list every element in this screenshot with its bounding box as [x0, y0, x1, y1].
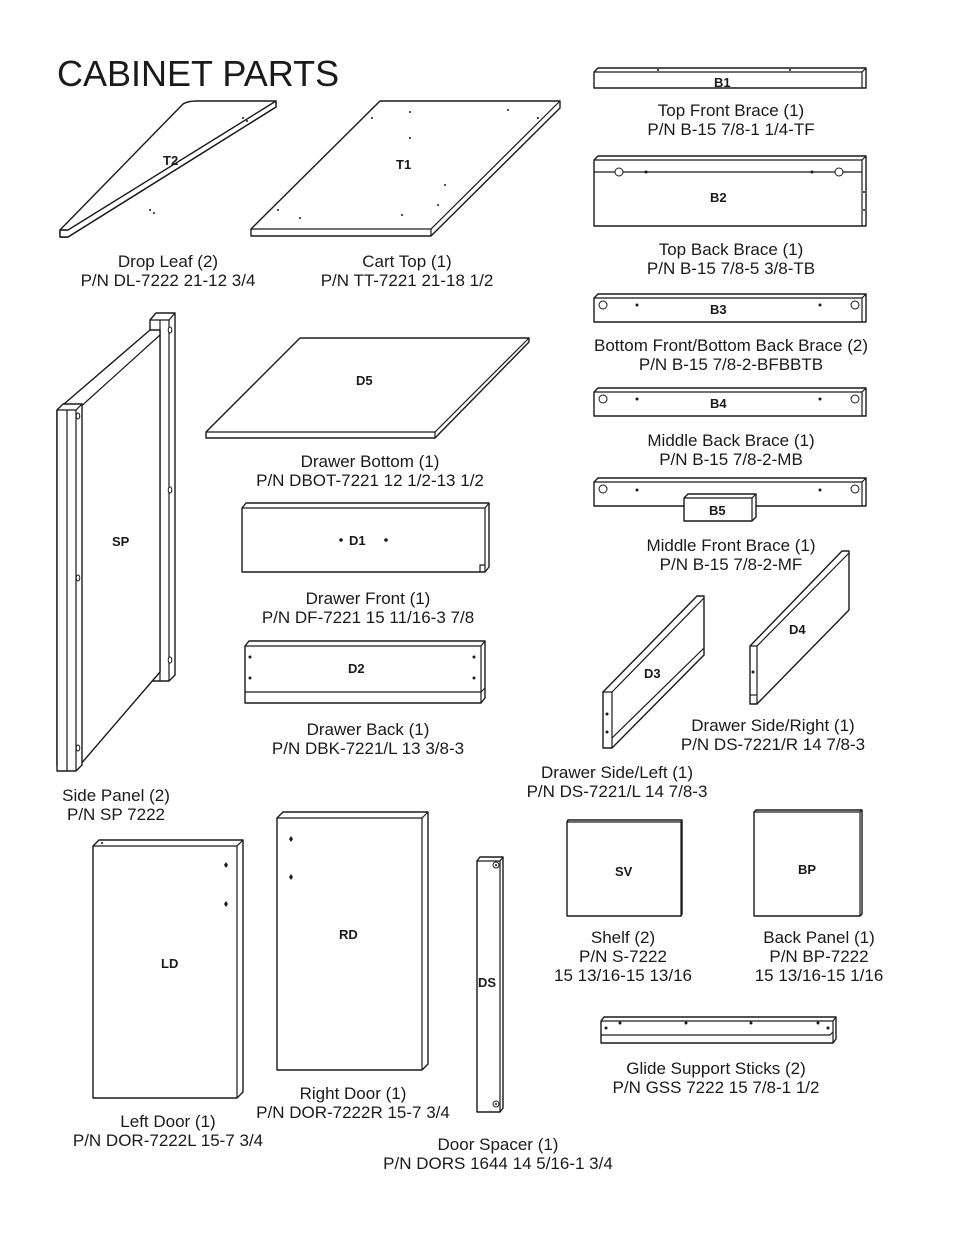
glide-support-sticks-part — [600, 1016, 837, 1044]
drop-leaf-name: Drop Leaf (2) — [118, 252, 218, 271]
cart-top-part: T1 — [250, 100, 561, 237]
bottom-brace-name: Bottom Front/Bottom Back Brace (2) — [594, 336, 868, 355]
drawer-side-right-name: Drawer Side/Right (1) — [691, 716, 854, 735]
right-door-pn: P/N DOR-7222R 15-7 3/4 — [256, 1103, 450, 1122]
page-title: CABINET PARTS — [57, 53, 339, 94]
back-panel-size: 15 13/16-15 1/16 — [755, 966, 884, 985]
drop-leaf-part: T2 — [59, 100, 277, 238]
middle-back-brace-code: B4 — [710, 396, 727, 411]
drawer-back-name: Drawer Back (1) — [307, 720, 430, 739]
right-door-code: RD — [339, 927, 358, 942]
drawer-side-right-pn: P/N DS-7221/R 14 7/8-3 — [681, 735, 865, 754]
cart-top-name: Cart Top (1) — [362, 252, 451, 271]
middle-front-brace-code: B5 — [709, 503, 726, 518]
middle-back-brace-pn: P/N B-15 7/8-2-MB — [659, 450, 803, 469]
top-front-brace-code: B1 — [714, 75, 731, 90]
door-spacer-part: DS — [476, 856, 504, 1113]
drawer-bottom-part: D5 — [205, 337, 530, 439]
middle-back-brace-name: Middle Back Brace (1) — [647, 431, 814, 450]
side-panel-part: SP — [56, 312, 176, 772]
middle-front-brace-part: B5 — [593, 477, 867, 522]
glide-support-name: Glide Support Sticks (2) — [626, 1059, 806, 1078]
middle-front-brace-name: Middle Front Brace (1) — [646, 536, 815, 555]
door-spacer-name: Door Spacer (1) — [438, 1135, 559, 1154]
drawer-back-part: D2 — [244, 640, 486, 704]
top-front-brace-name: Top Front Brace (1) — [658, 101, 804, 120]
drawer-side-left-name: Drawer Side/Left (1) — [541, 763, 693, 782]
top-back-brace-pn: P/N B-15 7/8-5 3/8-TB — [647, 259, 815, 278]
right-door-part: RD — [276, 811, 429, 1071]
left-door-pn: P/N DOR-7222L 15-7 3/4 — [73, 1131, 263, 1150]
left-door-name: Left Door (1) — [120, 1112, 215, 1131]
cart-top-code: T1 — [396, 157, 411, 172]
middle-back-brace-part: B4 — [593, 387, 867, 417]
top-back-brace-part: B2 — [593, 155, 867, 227]
top-back-brace-name: Top Back Brace (1) — [659, 240, 804, 259]
shelf-pn: P/N S-7222 — [579, 947, 667, 966]
back-panel-pn: P/N BP-7222 — [769, 947, 868, 966]
drawer-bottom-pn: P/N DBOT-7221 12 1/2-13 1/2 — [256, 471, 484, 490]
back-panel-name: Back Panel (1) — [763, 928, 875, 947]
drawer-back-code: D2 — [348, 661, 365, 676]
shelf-part: SV — [566, 819, 683, 917]
drawer-side-left-pn: P/N DS-7221/L 14 7/8-3 — [527, 782, 708, 801]
bottom-brace-part: B3 — [593, 293, 867, 323]
top-back-brace-code: B2 — [710, 190, 727, 205]
middle-front-brace-pn: P/N B-15 7/8-2-MF — [660, 555, 803, 574]
bottom-brace-code: B3 — [710, 302, 727, 317]
door-spacer-pn: P/N DORS 1644 14 5/16-1 3/4 — [383, 1154, 613, 1173]
drawer-side-left-code: D3 — [644, 666, 661, 681]
drawer-front-name: Drawer Front (1) — [306, 589, 431, 608]
drawer-back-pn: P/N DBK-7221/L 13 3/8-3 — [272, 739, 464, 758]
drawer-bottom-name: Drawer Bottom (1) — [301, 452, 440, 471]
drop-leaf-code: T2 — [163, 153, 178, 168]
cart-top-pn: P/N TT-7221 21-18 1/2 — [321, 271, 494, 290]
top-front-brace-part: B1 — [593, 67, 867, 90]
right-door-name: Right Door (1) — [300, 1084, 407, 1103]
left-door-part: LD — [92, 839, 244, 1099]
back-panel-part: BP — [753, 809, 863, 917]
shelf-size: 15 13/16-15 13/16 — [554, 966, 692, 985]
drawer-side-left-part: D3 — [602, 595, 705, 749]
shelf-name: Shelf (2) — [591, 928, 655, 947]
drawer-front-pn: P/N DF-7221 15 11/16-3 7/8 — [262, 608, 474, 627]
side-panel-name: Side Panel (2) — [62, 786, 170, 805]
side-panel-code: SP — [112, 534, 130, 549]
shelf-code: SV — [615, 864, 633, 879]
door-spacer-code: DS — [478, 975, 496, 990]
drawer-front-code: D1 — [349, 533, 366, 548]
drawer-side-right-code: D4 — [789, 622, 806, 637]
drawer-side-right-part: D4 — [749, 550, 850, 705]
drawer-front-part: D1 — [241, 502, 490, 573]
top-front-brace-pn: P/N B-15 7/8-1 1/4-TF — [647, 120, 814, 139]
drop-leaf-pn: P/N DL-7222 21-12 3/4 — [81, 271, 256, 290]
glide-support-pn: P/N GSS 7222 15 7/8-1 1/2 — [613, 1078, 820, 1097]
back-panel-code: BP — [798, 862, 816, 877]
side-panel-pn: P/N SP 7222 — [67, 805, 165, 824]
left-door-code: LD — [161, 956, 178, 971]
bottom-brace-pn: P/N B-15 7/8-2-BFBBTB — [639, 355, 823, 374]
drawer-bottom-code: D5 — [356, 373, 373, 388]
